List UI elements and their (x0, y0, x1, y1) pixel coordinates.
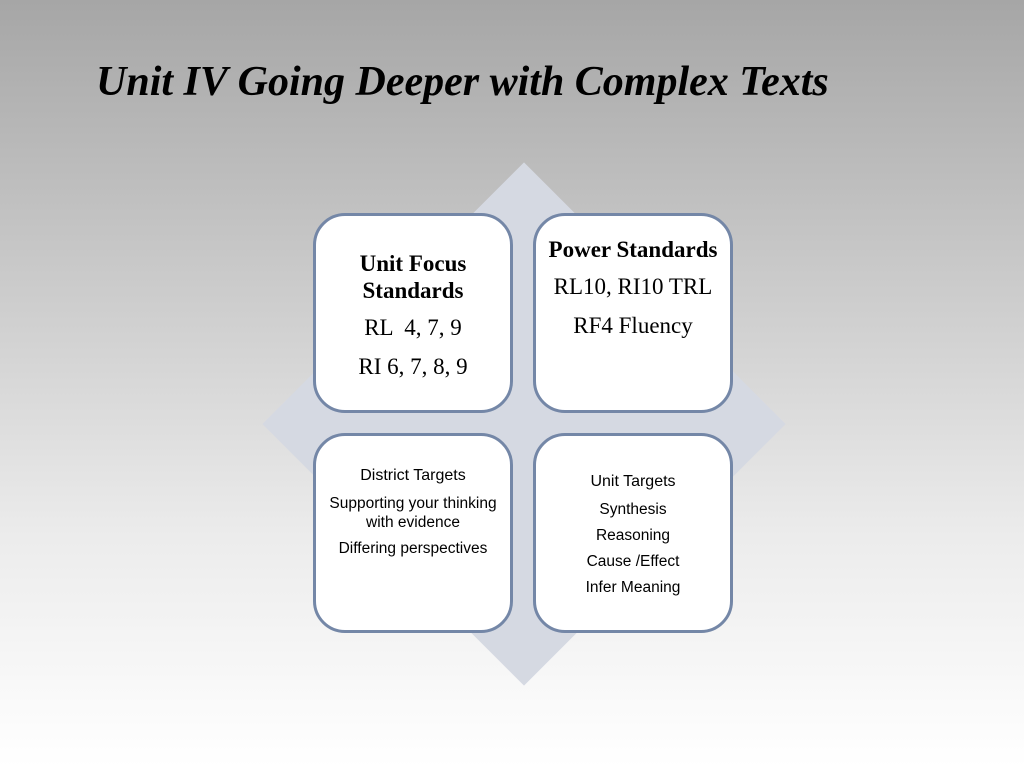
power-standards-rf-line: RF4 Fluency (573, 313, 693, 338)
unit-focus-rl-line: RL 4, 7, 9 (364, 315, 462, 340)
slide-title: Unit IV Going Deeper with Complex Texts (96, 59, 829, 105)
unit-focus-ri-line: RI 6, 7, 8, 9 (358, 354, 468, 379)
unit-target-synthesis: Synthesis (599, 501, 667, 518)
unit-focus-standards-heading: Unit Focus Standards (359, 251, 467, 303)
unit-target-reasoning: Reasoning (595, 527, 671, 544)
unit-targets-heading: Unit Targets (590, 473, 676, 490)
unit-focus-standards-box: Unit Focus Standards RL 4, 7, 9 RI 6, 7,… (313, 213, 513, 413)
district-targets-heading: District Targets (360, 467, 466, 484)
unit-targets-box: Unit Targets Synthesis Reasoning Cause /… (533, 433, 733, 633)
unit-target-cause-effect: Cause /Effect (586, 553, 680, 570)
power-standards-box: Power Standards RL10, RI10 TRL RF4 Fluen… (533, 213, 733, 413)
power-standards-rl-ri-line: RL10, RI10 TRL (553, 274, 713, 299)
power-standards-heading: Power Standards (548, 237, 718, 262)
district-target-evidence: Supporting your thinking with evidence (329, 495, 497, 531)
unit-target-infer-meaning: Infer Meaning (585, 579, 681, 596)
district-targets-box: District Targets Supporting your thinkin… (313, 433, 513, 633)
district-target-perspectives: Differing perspectives (338, 540, 488, 557)
